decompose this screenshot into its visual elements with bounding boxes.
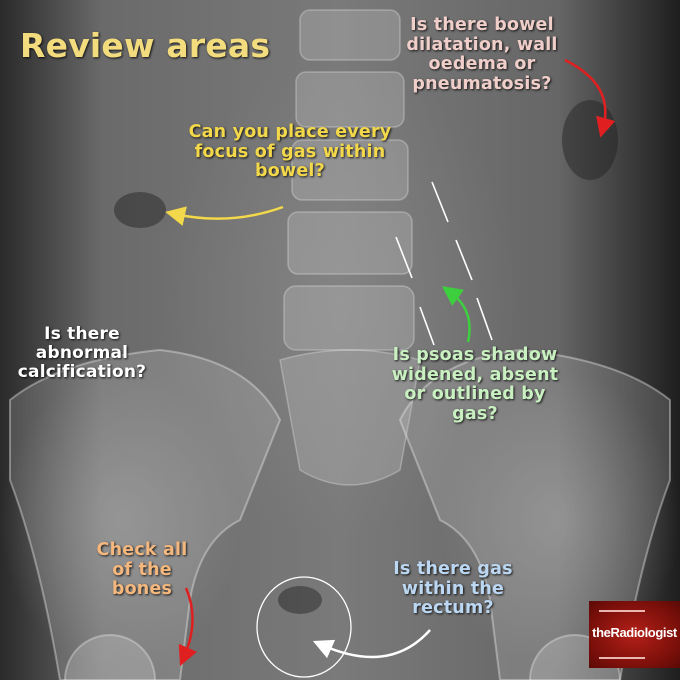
- logo-divider-top: [599, 610, 645, 612]
- annotation-line: oedema or: [428, 54, 536, 75]
- logo-divider-bottom: [599, 657, 645, 659]
- psoas-arrow: [441, 286, 471, 343]
- annotation-line: Is there bowel: [410, 15, 554, 35]
- annotation-rectum: Is there gas within the rectum?: [378, 559, 528, 619]
- rectum-arrow: [312, 629, 431, 659]
- psoas-outline-lines: [395, 181, 493, 346]
- annotation-gas-within-bowel: Can you place every focus of gas within …: [170, 122, 410, 182]
- annotation-line: Is there gas: [393, 559, 513, 579]
- annotation-line: dilatation, wall: [406, 34, 558, 55]
- annotation-line: bowel?: [255, 161, 325, 182]
- annotation-line: widened, absent: [391, 364, 559, 385]
- annotation-calcification: Is there abnormal calcification?: [12, 324, 152, 383]
- lumbar-spine: [279, 9, 421, 486]
- annotation-line: Is psoas shadow: [392, 345, 558, 365]
- rectum-circle: [256, 576, 352, 678]
- logo-text: theRadiologist: [592, 625, 677, 640]
- annotation-line: gas?: [452, 403, 498, 424]
- bones-arrow: [178, 587, 198, 667]
- annotation-line: pneumatosis?: [412, 73, 552, 94]
- annotation-line: bones: [111, 579, 173, 600]
- annotation-psoas: Is psoas shadow widened, absent or outli…: [370, 345, 580, 424]
- gas-arrow: [165, 205, 284, 226]
- annotation-line: Can you place every: [188, 122, 392, 142]
- annotation-line: or outlined by: [404, 384, 546, 405]
- bowel-arrow: [564, 58, 616, 138]
- annotation-line: of the: [112, 559, 172, 580]
- theradiologist-logo: theRadiologist: [589, 601, 680, 668]
- annotation-bowel-dilatation: Is there bowel dilatation, wall oedema o…: [362, 15, 602, 94]
- annotation-line: Is there: [44, 324, 120, 344]
- annotation-line: rectum?: [412, 598, 494, 619]
- page-title: Review areas: [20, 26, 271, 65]
- annotation-line: Check all: [96, 540, 188, 560]
- annotation-line: calcification?: [17, 362, 147, 383]
- annotation-bones: Check all of the bones: [82, 540, 202, 600]
- annotation-line: within the: [401, 578, 505, 599]
- annotation-line: abnormal: [35, 343, 129, 364]
- annotation-line: focus of gas within: [194, 141, 386, 162]
- pelvis: [9, 348, 671, 680]
